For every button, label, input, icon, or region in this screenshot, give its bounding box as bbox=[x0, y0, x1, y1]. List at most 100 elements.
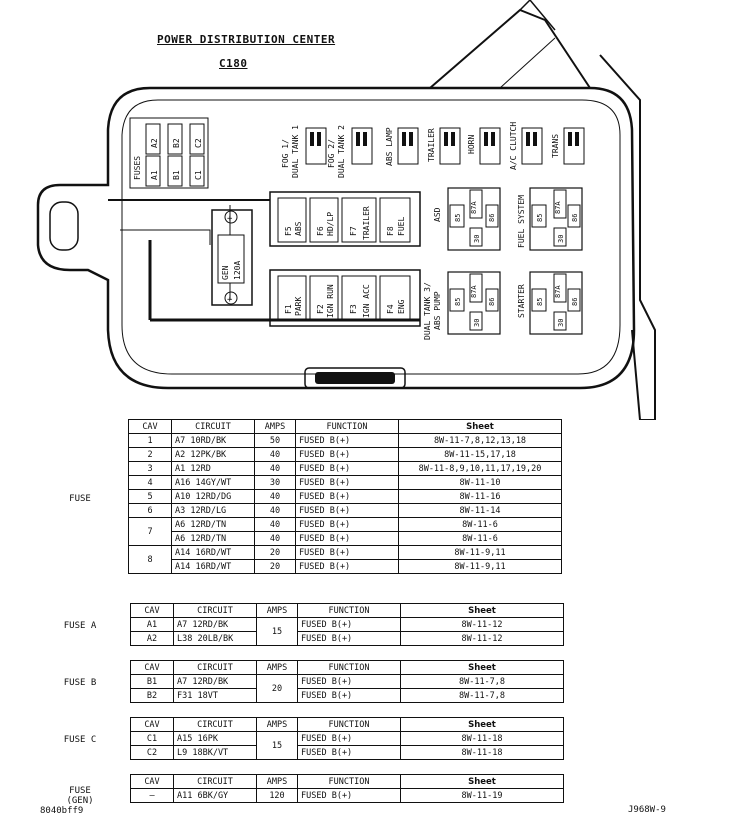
table-cell: CAV bbox=[130, 774, 174, 789]
fuse-f6-name: HD/LP bbox=[326, 212, 335, 236]
table-cell: Sheet bbox=[400, 774, 564, 789]
relay-pin-label: 85 bbox=[536, 298, 544, 306]
table-cell: FUNCTION bbox=[297, 603, 401, 618]
fuse-f5-name: ABS bbox=[294, 221, 303, 236]
table-cell: 20 bbox=[254, 545, 296, 560]
table-cell: B2 bbox=[130, 688, 174, 703]
table-cell: 7 bbox=[128, 517, 172, 546]
table-cell: FUSED B(+) bbox=[295, 447, 399, 462]
table-cell: A1 12RD bbox=[171, 461, 255, 476]
table-cell: FUSED B(+) bbox=[295, 545, 399, 560]
table-cell: 50 bbox=[254, 433, 296, 448]
table-cell: AMPS bbox=[256, 660, 298, 675]
table-cell: 20 bbox=[256, 674, 298, 703]
table-cell: A2 12PK/BK bbox=[171, 447, 255, 462]
table-cell: FUSED B(+) bbox=[295, 531, 399, 546]
table-cell: FUSED B(+) bbox=[297, 617, 401, 632]
table-cell: 3 bbox=[128, 461, 172, 476]
relay-fog1-line1: FOG 1/ bbox=[281, 139, 290, 168]
mini-fuse-b1: B1 bbox=[172, 170, 181, 180]
iso-relay-asd: 85 87A 86 30 ASD bbox=[433, 187, 501, 251]
table-cell: 15 bbox=[256, 731, 298, 760]
fuse-b-label: FUSE B bbox=[63, 678, 97, 688]
table-cell: CAV bbox=[130, 717, 174, 732]
relay-pin-label: 30 bbox=[557, 319, 565, 327]
table-cell: L38 20LB/BK bbox=[173, 631, 257, 646]
table-cell: 15 bbox=[256, 617, 298, 646]
table-cell: 40 bbox=[254, 531, 296, 546]
table-cell: 8W-11-10 bbox=[398, 475, 562, 490]
micro-relay-row: FOG 1/ DUAL TANK 1 FOG 2/ DUAL TANK 2 AB… bbox=[281, 122, 585, 178]
table-cell: C1 bbox=[130, 731, 174, 746]
table-cell: FUNCTION bbox=[297, 717, 401, 732]
relay-pin-label: 86 bbox=[571, 298, 579, 306]
fuse-f6-id: F6 bbox=[316, 226, 325, 236]
table-cell: 8W-11-6 bbox=[398, 531, 562, 546]
table-cell: A7 12RD/BK bbox=[173, 617, 257, 632]
fuses-label: FUSES bbox=[133, 156, 142, 180]
table-cell: 40 bbox=[254, 503, 296, 518]
table-cell: A11 6BK/GY bbox=[173, 788, 257, 803]
table-cell: C2 bbox=[130, 745, 174, 760]
mini-fuse-c2: C2 bbox=[194, 138, 203, 148]
footer-left-code: 8040bff9 bbox=[40, 806, 84, 816]
table-cell: B1 bbox=[130, 674, 174, 689]
table-cell: A7 10RD/BK bbox=[171, 433, 255, 448]
table-cell: FUSED B(+) bbox=[297, 788, 401, 803]
fuse-f7-id: F7 bbox=[349, 226, 358, 236]
table-cell: A3 12RD/LG bbox=[171, 503, 255, 518]
table-cell: 8W-11-15,17,18 bbox=[398, 447, 562, 462]
table-cell: 8W-11-9,11 bbox=[398, 559, 562, 574]
table-cell: CIRCUIT bbox=[173, 774, 257, 789]
table-cell: CIRCUIT bbox=[173, 603, 257, 618]
table-cell: FUSED B(+) bbox=[295, 559, 399, 574]
iso-relay-starter: 85 87A 86 30 STARTER bbox=[517, 271, 583, 335]
fuse-f4-id: F4 bbox=[386, 304, 395, 314]
iso-relay-dual-tank-3: 85 87A 86 30 DUAL TANK 3/ ABS PUMP bbox=[423, 271, 501, 340]
table-cell: FUSED B(+) bbox=[295, 503, 399, 518]
relay-pin-label: 30 bbox=[557, 235, 565, 243]
table-cell: 8W-11-18 bbox=[400, 731, 564, 746]
relay-fuel-system-label: FUEL SYSTEM bbox=[517, 195, 526, 248]
gen-label: GEN bbox=[221, 265, 230, 280]
col-circuit: CIRCUIT bbox=[171, 419, 255, 434]
col-cav: CAV bbox=[128, 419, 172, 434]
table-cell: Sheet bbox=[400, 603, 564, 618]
relay-pin-label: 85 bbox=[536, 214, 544, 222]
col-sheet: Sheet bbox=[398, 419, 562, 434]
table-cell: A14 16RD/WT bbox=[171, 559, 255, 574]
fuse-f5-id: F5 bbox=[284, 226, 293, 236]
relay-trans: TRANS bbox=[551, 134, 560, 158]
table-cell: FUSED B(+) bbox=[297, 674, 401, 689]
table-cell: 6 bbox=[128, 503, 172, 518]
fuse-f1-id: F1 bbox=[284, 304, 293, 314]
table-cell: 30 bbox=[254, 475, 296, 490]
pdc-diagram: FUSES A2 B2 C2 A1 B1 C1 + + GEN 120A F5 … bbox=[36, 0, 656, 420]
fuse-group-label: FUSE bbox=[69, 494, 91, 504]
table-cell: 8W-11-9,11 bbox=[398, 545, 562, 560]
table-cell: Sheet bbox=[400, 717, 564, 732]
table-cell: 8W-11-14 bbox=[398, 503, 562, 518]
relay-trailer: TRAILER bbox=[427, 128, 436, 162]
footer-right-code: J968W-9 bbox=[628, 805, 666, 815]
relay-abs-lamp: ABS LAMP bbox=[385, 127, 394, 166]
relay-starter-label: STARTER bbox=[517, 284, 526, 318]
bottom-tab bbox=[315, 372, 395, 384]
relay-pin-label: + bbox=[227, 214, 233, 224]
fuse-f1-name: PARK bbox=[294, 297, 303, 316]
relay-pin-label: 87A bbox=[470, 285, 478, 298]
table-cell: 8W-11-12 bbox=[400, 617, 564, 632]
relay-pin-label: 87A bbox=[554, 201, 562, 214]
fuse-f8-id: F8 bbox=[386, 226, 395, 236]
table-cell: 8W-11-7,8,12,13,18 bbox=[398, 433, 562, 448]
